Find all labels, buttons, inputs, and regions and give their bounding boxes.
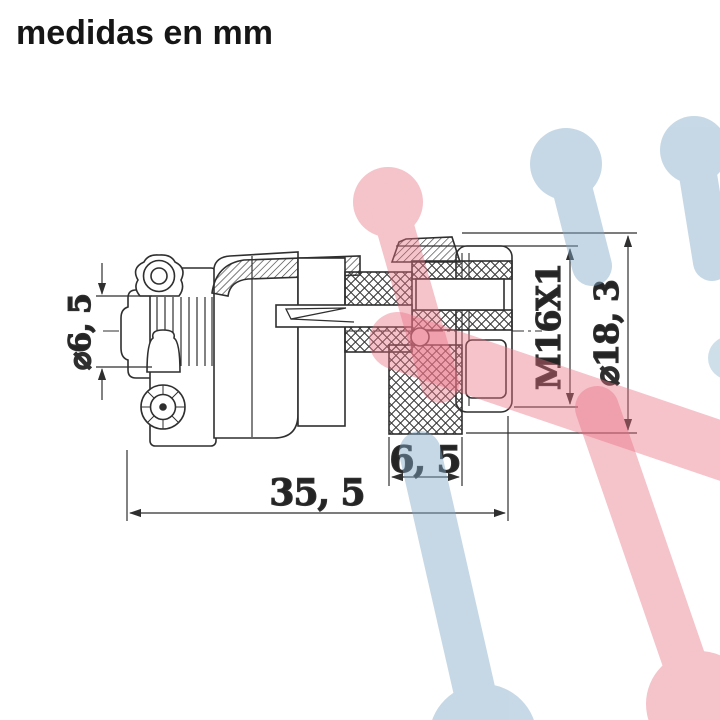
thread-stub bbox=[390, 236, 462, 263]
page-title: medidas en mm bbox=[16, 14, 273, 52]
dim-label-nut-width: 6, 5 bbox=[389, 439, 460, 481]
dim-outer-diameter: ⌀18, 3 bbox=[462, 232, 637, 434]
knurl-block-hanging bbox=[388, 344, 463, 435]
blue-pin-top-center bbox=[530, 128, 612, 286]
backshell bbox=[211, 251, 361, 439]
blue-sliver-right-edge bbox=[708, 338, 720, 378]
latch-ball bbox=[410, 327, 430, 347]
dim-label-overall-length: 35, 5 bbox=[269, 472, 364, 514]
dim-overall-length: 35, 5 bbox=[126, 416, 509, 521]
blue-pin-top-right bbox=[660, 116, 720, 281]
blue-pin-bottom-center bbox=[399, 431, 534, 720]
dim-label-cable-hole: ⌀6, 5 bbox=[63, 294, 98, 370]
cable-entry-neck bbox=[120, 289, 153, 379]
bottom-lug-arch bbox=[146, 329, 181, 373]
watermark-layer bbox=[353, 116, 720, 720]
screw-knurl-ticks bbox=[141, 385, 185, 429]
top-lug-hole-inner bbox=[150, 267, 168, 285]
latch-wedge bbox=[284, 307, 355, 323]
pink-diagonal-band bbox=[369, 312, 720, 481]
dim-nut-width: 6, 5 bbox=[388, 437, 463, 486]
body-mid bbox=[297, 257, 346, 427]
pink-pin-bottom-right bbox=[575, 386, 720, 720]
cable-clamp bbox=[120, 254, 217, 447]
dim-thread: M16X1 bbox=[396, 245, 578, 408]
pink-pin-top bbox=[353, 167, 459, 403]
connector-drawing bbox=[103, 236, 542, 447]
nut-window-slot bbox=[415, 278, 505, 311]
latch-bar bbox=[275, 304, 413, 328]
clamp-screw-center bbox=[159, 403, 167, 411]
dim-label-thread: M16X1 bbox=[529, 264, 568, 390]
dim-label-outer-diameter: ⌀18, 3 bbox=[587, 280, 626, 386]
dim-cable-hole: ⌀6, 5 bbox=[62, 263, 152, 400]
barrel-socket-detail bbox=[465, 339, 507, 399]
latch-detail bbox=[275, 304, 430, 347]
dimensions: ⌀6, 5 M16X1 ⌀18, 3 6, 5 bbox=[62, 232, 637, 521]
